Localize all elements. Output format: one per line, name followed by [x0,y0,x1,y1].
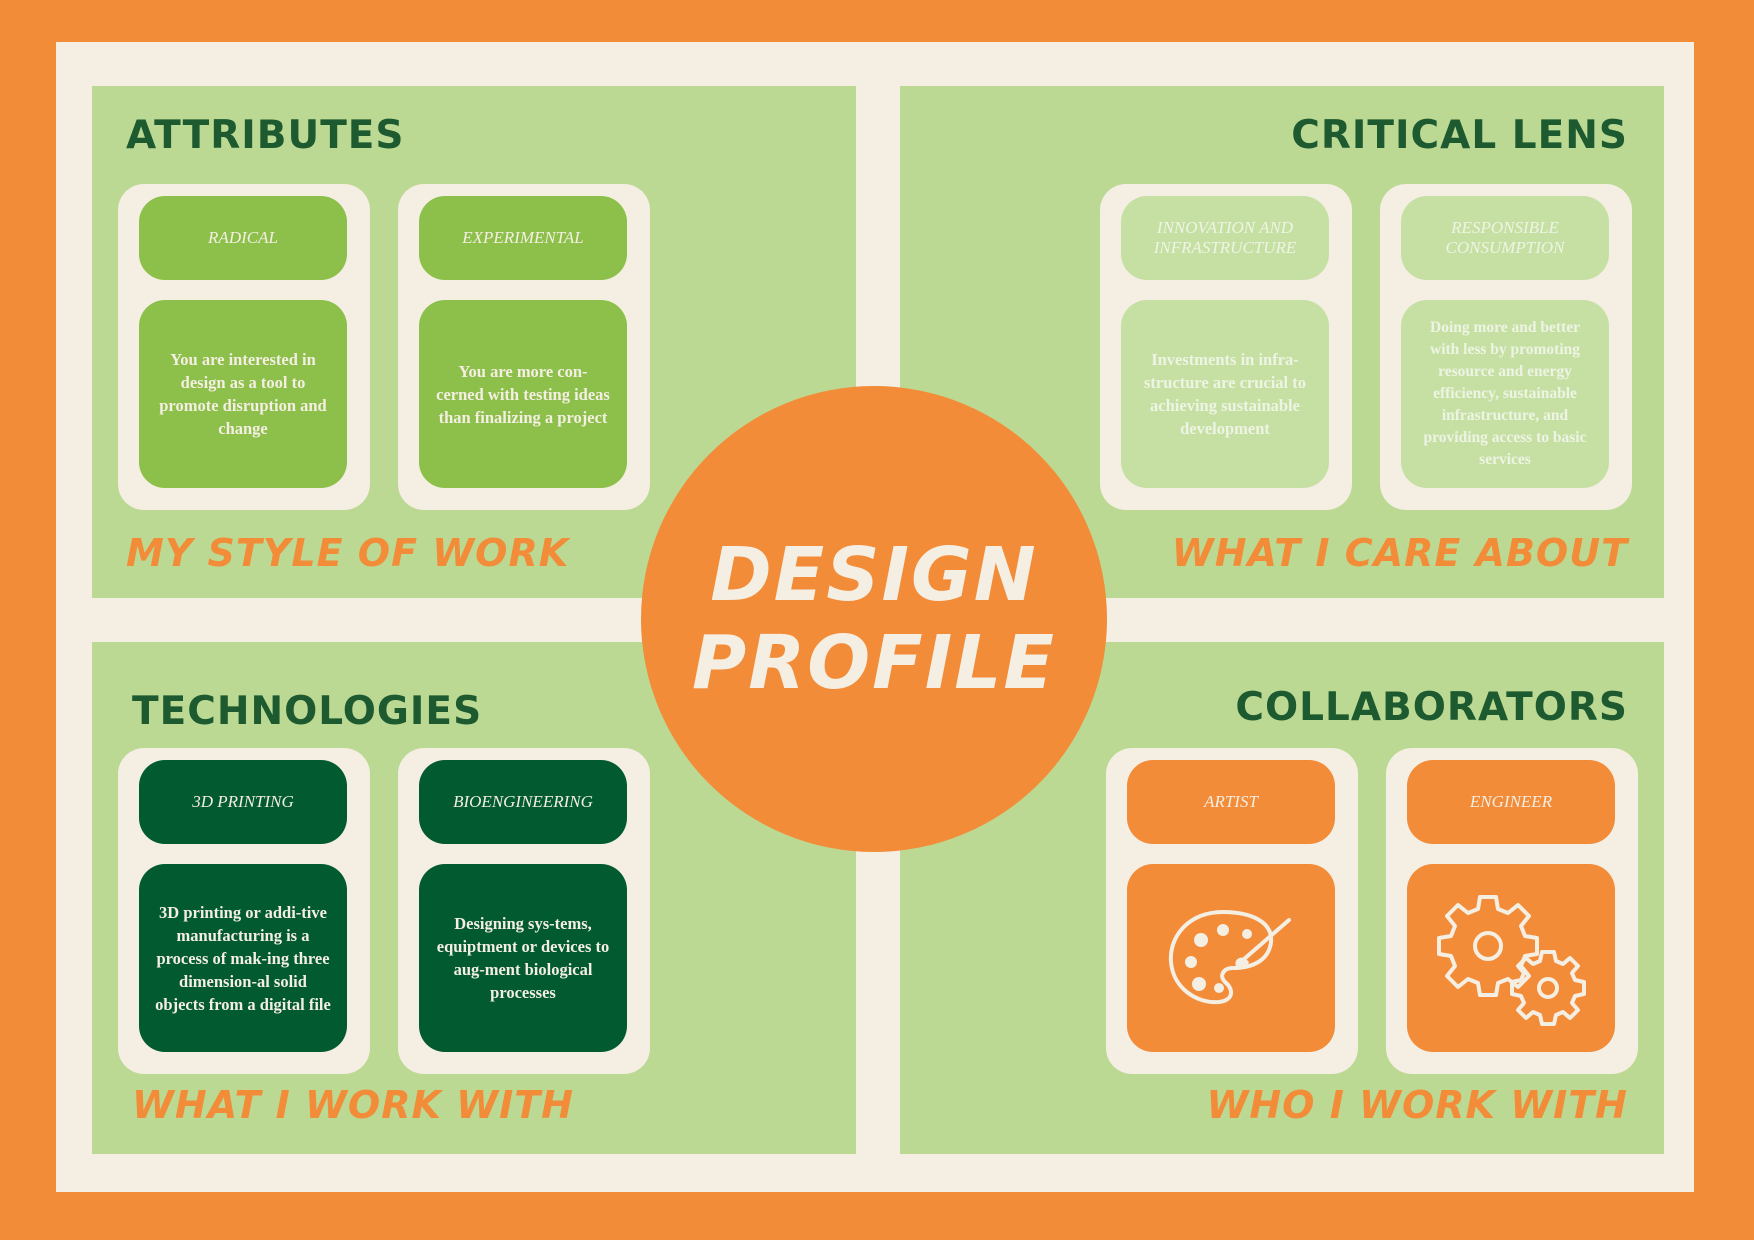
collaborators-heading: COLLABORATORS [1235,685,1628,730]
collaborator-illustration [1407,864,1615,1052]
lens-label: RESPONSIBLE CONSUMPTION [1401,196,1609,280]
design-profile-title-line2: PROFILE [692,620,1056,706]
collaborators-subheading: WHO I WORK WITH [1206,1083,1628,1127]
attribute-card-radical: RADICAL You are interested in design as … [118,184,370,510]
technology-card-3d-printing: 3D PRINTING 3D printing or addi-tive man… [118,748,370,1074]
lens-card-consumption: RESPONSIBLE CONSUMPTION Doing more and b… [1380,184,1632,510]
gears-icon [1437,895,1586,1026]
lens-label: INNOVATION AND INFRASTRUCTURE [1121,196,1329,280]
attributes-subheading: MY STYLE OF WORK [126,531,570,575]
technology-card-bioengineering: BIOENGINEERING Designing sys-tems, equip… [398,748,650,1074]
collaborator-illustration [1127,864,1335,1052]
design-profile-badge: DESIGN PROFILE [641,386,1107,852]
technology-description: 3D printing or addi-tive manufacturing i… [139,864,347,1052]
attribute-card-experimental: EXPERIMENTAL You are more con-cerned wit… [398,184,650,510]
critical-lens-subheading: WHAT I CARE ABOUT [1171,531,1628,575]
lens-description: Investments in infra-structure are cruci… [1121,300,1329,488]
collaborator-label: ENGINEER [1407,760,1615,844]
lens-card-innovation: INNOVATION AND INFRASTRUCTURE Investment… [1100,184,1352,510]
technologies-subheading: WHAT I WORK WITH [132,1083,574,1127]
critical-lens-heading: CRITICAL LENS [1291,113,1628,158]
lens-description: Doing more and better with less by promo… [1401,300,1609,488]
technology-label: BIOENGINEERING [419,760,627,844]
collaborator-card-engineer: ENGINEER [1386,748,1638,1074]
design-profile-title-line1: DESIGN [710,532,1038,618]
attribute-label: RADICAL [139,196,347,280]
collaborator-label: ARTIST [1127,760,1335,844]
attributes-heading: ATTRIBUTES [126,113,405,158]
attributes-panel: ATTRIBUTES RADICAL You are interested in… [92,86,856,598]
technologies-panel: TECHNOLOGIES 3D PRINTING 3D printing or … [92,642,856,1154]
palette-icon [1168,910,1291,1005]
attribute-description: You are interested in design as a tool t… [139,300,347,488]
technology-description: Designing sys-tems, equiptment or device… [419,864,627,1052]
attribute-label: EXPERIMENTAL [419,196,627,280]
collaborator-card-artist: ARTIST [1106,748,1358,1074]
attribute-description: You are more con-cerned with testing ide… [419,300,627,488]
technology-label: 3D PRINTING [139,760,347,844]
technologies-heading: TECHNOLOGIES [132,689,483,734]
